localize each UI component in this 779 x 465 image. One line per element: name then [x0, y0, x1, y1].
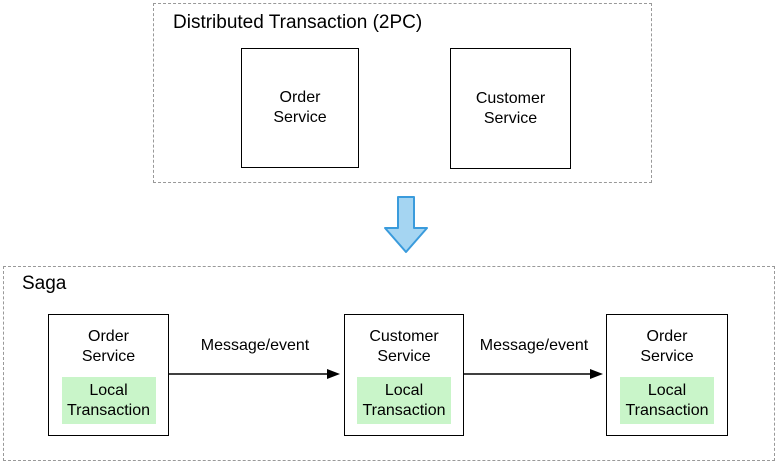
2pc-order-service-box: Order Service	[241, 48, 359, 168]
saga-order-service-label-1: Order Service	[81, 328, 136, 365]
2pc-order-service-label: Order Service	[273, 89, 327, 126]
message-event-label-2: Message/event	[479, 337, 589, 354]
message-arrow-1-head	[327, 369, 340, 379]
message-event-label-1: Message/event	[200, 337, 310, 354]
saga-customer-service-box: Customer Service Local Transaction	[344, 314, 464, 436]
2pc-section-title: Distributed Transaction (2PC)	[173, 12, 423, 33]
message-arrow-2	[464, 369, 603, 379]
saga-section: Saga Order Service Local Transaction Mes…	[3, 266, 775, 461]
local-transaction-label-2: Local Transaction	[362, 381, 446, 419]
local-transaction-label-3: Local Transaction	[625, 381, 709, 419]
saga-order-service-box-2: Order Service Local Transaction	[606, 314, 728, 436]
saga-order-service-box-1: Order Service Local Transaction	[48, 314, 169, 436]
saga-customer-service-label: Customer Service	[369, 328, 439, 365]
down-arrow-icon	[384, 196, 428, 253]
message-arrow-2-head	[590, 369, 603, 379]
local-transaction-box-3: Local Transaction	[620, 377, 714, 424]
2pc-section: Distributed Transaction (2PC) Order Serv…	[153, 3, 652, 183]
message-arrow-1	[169, 369, 340, 379]
2pc-customer-service-box: Customer Service	[450, 48, 571, 169]
local-transaction-box-1: Local Transaction	[61, 377, 156, 424]
saga-order-service-label-2: Order Service	[640, 328, 694, 365]
saga-section-title: Saga	[22, 273, 67, 294]
local-transaction-box-2: Local Transaction	[357, 377, 451, 424]
2pc-customer-service-label: Customer Service	[475, 89, 546, 127]
local-transaction-label-1: Local Transaction	[67, 381, 150, 419]
down-arrow-shape	[384, 196, 428, 253]
